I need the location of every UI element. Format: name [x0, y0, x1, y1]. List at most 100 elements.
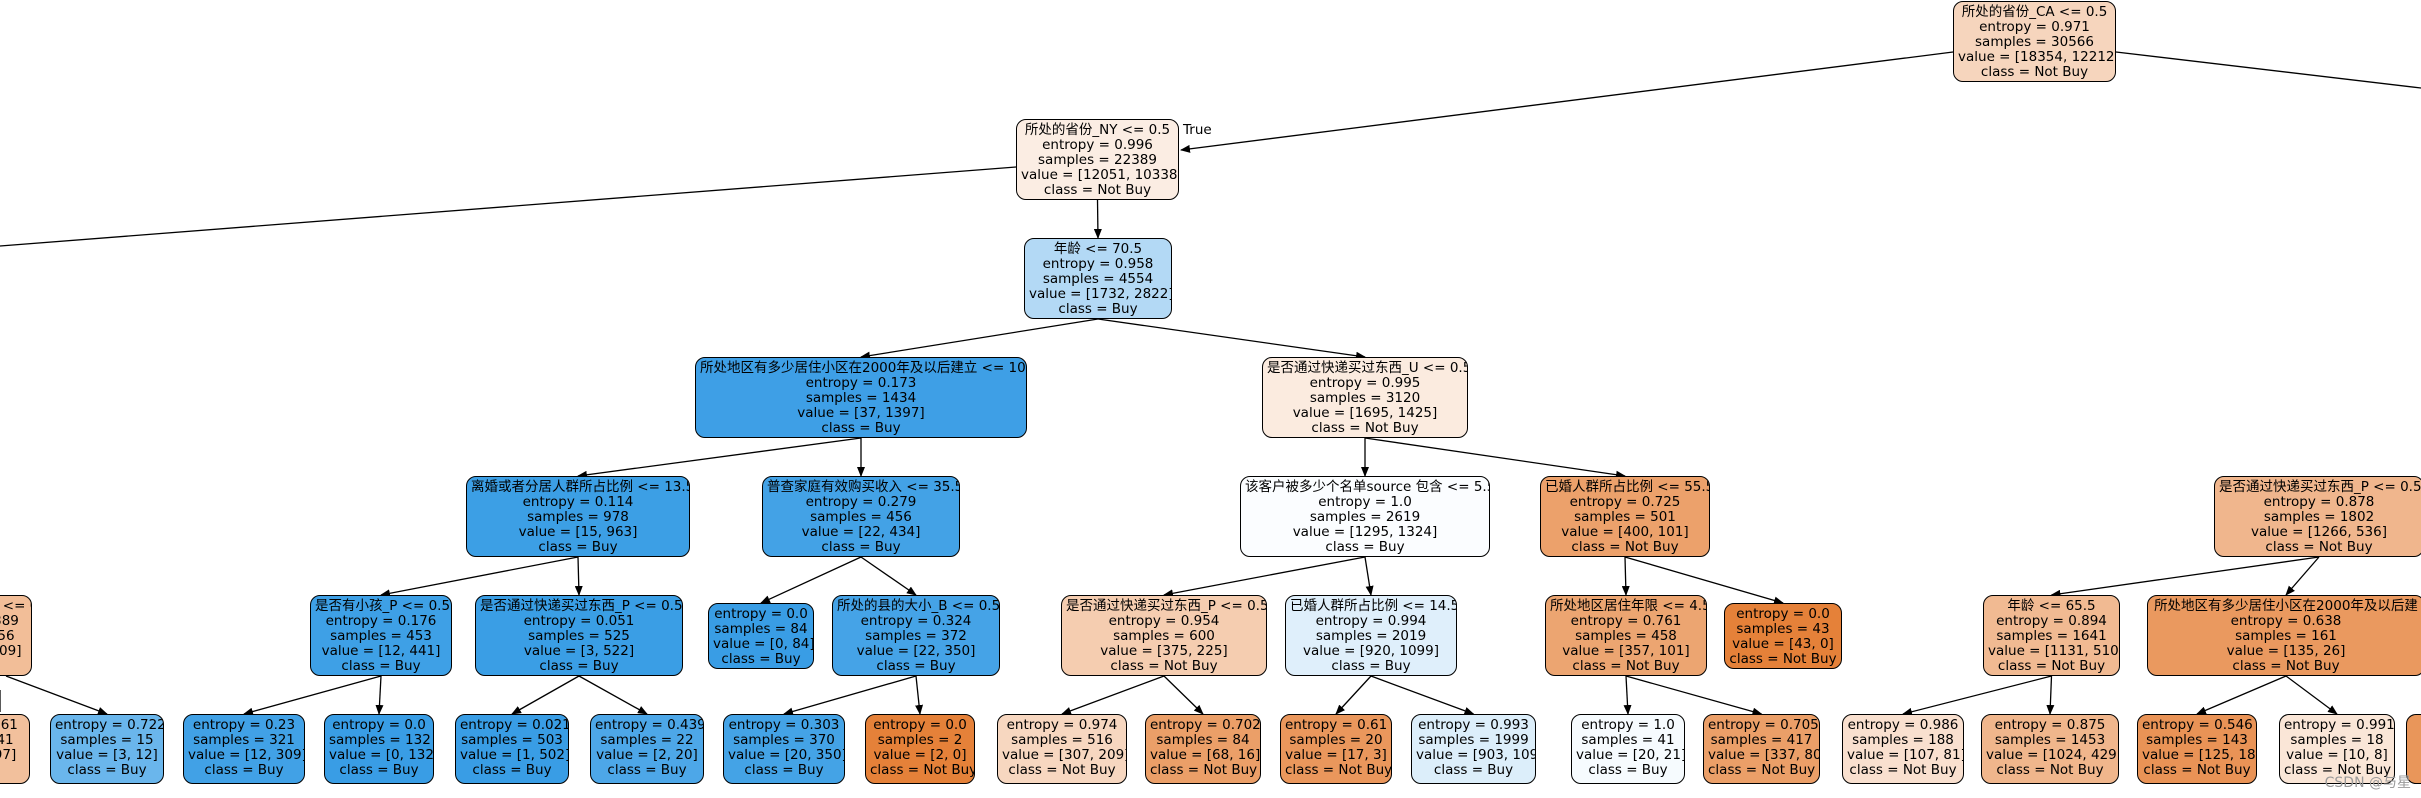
node-samples: samples = 1999 [1418, 732, 1529, 748]
edge-n5-n10 [574, 556, 583, 596]
node-value: value = [1131, 510] [1988, 643, 2120, 659]
node-samples: samples = 501 [1574, 509, 1676, 525]
node-entropy: entropy = 0.279 [805, 494, 917, 510]
edge-n15-l11 [1623, 675, 1632, 715]
node-class: class = Buy [1331, 658, 1411, 674]
edge-n1-n2 [1093, 199, 1102, 239]
node-value: value = [37, 1397] [797, 405, 925, 421]
node-class: class = Not Buy [1996, 762, 2104, 778]
node-entropy: entropy = 0.303 [728, 717, 840, 733]
node-samples: samples = 3120 [1309, 390, 1421, 406]
node-condition: 所处的省份_NY <= 0.5 [1024, 122, 1171, 138]
edge-n10-l3 [511, 675, 580, 715]
node-entropy: entropy = 0.051 [523, 613, 635, 629]
node-value: value = [357, 101] [1562, 643, 1690, 659]
edge-n5-n9 [380, 556, 579, 598]
node-samples: 389 [0, 613, 19, 629]
node-condition: 所处地区居住年限 <= 4.5 [1550, 598, 1707, 614]
edge-n6-n11 [760, 556, 862, 604]
node-samples: samples = 143 [2146, 732, 2248, 748]
node-value: value = [0, 84] [713, 636, 814, 652]
node-value: value = [1295, 1324] [1292, 524, 1438, 540]
node-value: value = [307, 209] [1002, 747, 1127, 763]
node-value: value = [43, 0] [1732, 636, 1834, 652]
node-class: class = Not Buy [2265, 539, 2373, 555]
node-entropy: entropy = 0.993 [1418, 717, 1529, 733]
tree-node-lp2: 8614197] [0, 714, 30, 784]
node-value: value = [22, 350] [856, 643, 976, 659]
node-samples: samples = 4554 [1042, 271, 1154, 287]
node-entropy: entropy = 0.0 [873, 717, 967, 733]
node-value: value = [1732, 2822] [1029, 286, 1172, 302]
node-class: class = Buy [607, 762, 687, 778]
node-condition: 年龄 <= 65.5 [2007, 598, 2096, 614]
node-value: value = [12, 309] [188, 747, 305, 763]
node-entropy: entropy = 0.996 [1042, 137, 1153, 153]
node-value: value = [18354, 12212] [1958, 49, 2116, 65]
node-value: 41 [0, 732, 14, 748]
node-class: 109] [0, 643, 22, 659]
edge-n1-left [0, 166, 1017, 247]
node-class: class = Buy [1058, 301, 1138, 317]
node-class: class = Buy [67, 762, 147, 778]
edge-n15-l12 [1625, 675, 1763, 716]
node-class: class = Buy [341, 658, 421, 674]
node-class: class = Not Buy [1997, 658, 2106, 674]
node-value: value = [903, 1096] [1416, 747, 1535, 763]
node-entropy: entropy = 0.021 [460, 717, 569, 733]
node-samples: samples = 43 [1736, 621, 1830, 637]
node-entropy: entropy = 0.176 [325, 613, 437, 629]
node-samples: 861 [0, 717, 18, 733]
edge-root-right [2115, 51, 2421, 89]
node-class: class = Not Buy [1043, 182, 1152, 198]
node-condition: 离婚或者分居人群所占比例 <= 13.5 [471, 479, 690, 495]
node-class: class = Buy [744, 762, 824, 778]
node-entropy: entropy = 0.725 [1569, 494, 1681, 510]
node-entropy: entropy = 0.173 [805, 375, 917, 391]
node-samples: samples = 22 [600, 732, 694, 748]
node-class: class = Buy [721, 651, 801, 667]
node-condition: 已婚人群所占比例 <= 55.5 [1545, 479, 1710, 495]
node-samples: samples = 30566 [1975, 34, 2094, 50]
node-entropy: entropy = 0.875 [1994, 717, 2106, 733]
edge-n2-n4 [1097, 318, 1366, 360]
edge-n2-n3 [860, 318, 1099, 360]
node-value: value = [1024, 429] [1986, 747, 2119, 763]
node-samples: samples = 453 [330, 628, 432, 644]
node-class: class = Buy [538, 539, 618, 555]
node-class: class = Not Buy [2232, 658, 2340, 674]
node-samples: samples = 188 [1852, 732, 1954, 748]
node-entropy: entropy = 0.878 [2263, 494, 2375, 510]
node-value: value = [1266, 536] [2250, 524, 2387, 540]
node-value: 56 [0, 628, 15, 644]
edge-n10-l4 [578, 675, 648, 715]
node-condition: 所处的省份_CA <= 0.5 [1961, 4, 2108, 20]
node-class: class = Buy [821, 420, 901, 436]
node-samples: samples = 161 [2235, 628, 2337, 644]
node-class: class = Buy [339, 762, 419, 778]
node-samples: samples = 456 [810, 509, 912, 525]
edge-n12-l6 [915, 675, 924, 715]
node-samples: samples = 132 [329, 732, 431, 748]
node-value: value = [107, 81] [1847, 747, 1964, 763]
edge-n4-n8 [1364, 437, 1626, 479]
node-condition: 已婚人群所占比例 <= 14.5 [1290, 598, 1457, 614]
node-class: class = Not Buy [1849, 762, 1957, 778]
node-value: value = [12, 441] [321, 643, 441, 659]
node-class: class = Not Buy [1285, 762, 1392, 778]
node-class: class = Not Buy [1008, 762, 1116, 778]
node-samples: samples = 1641 [1996, 628, 2107, 644]
